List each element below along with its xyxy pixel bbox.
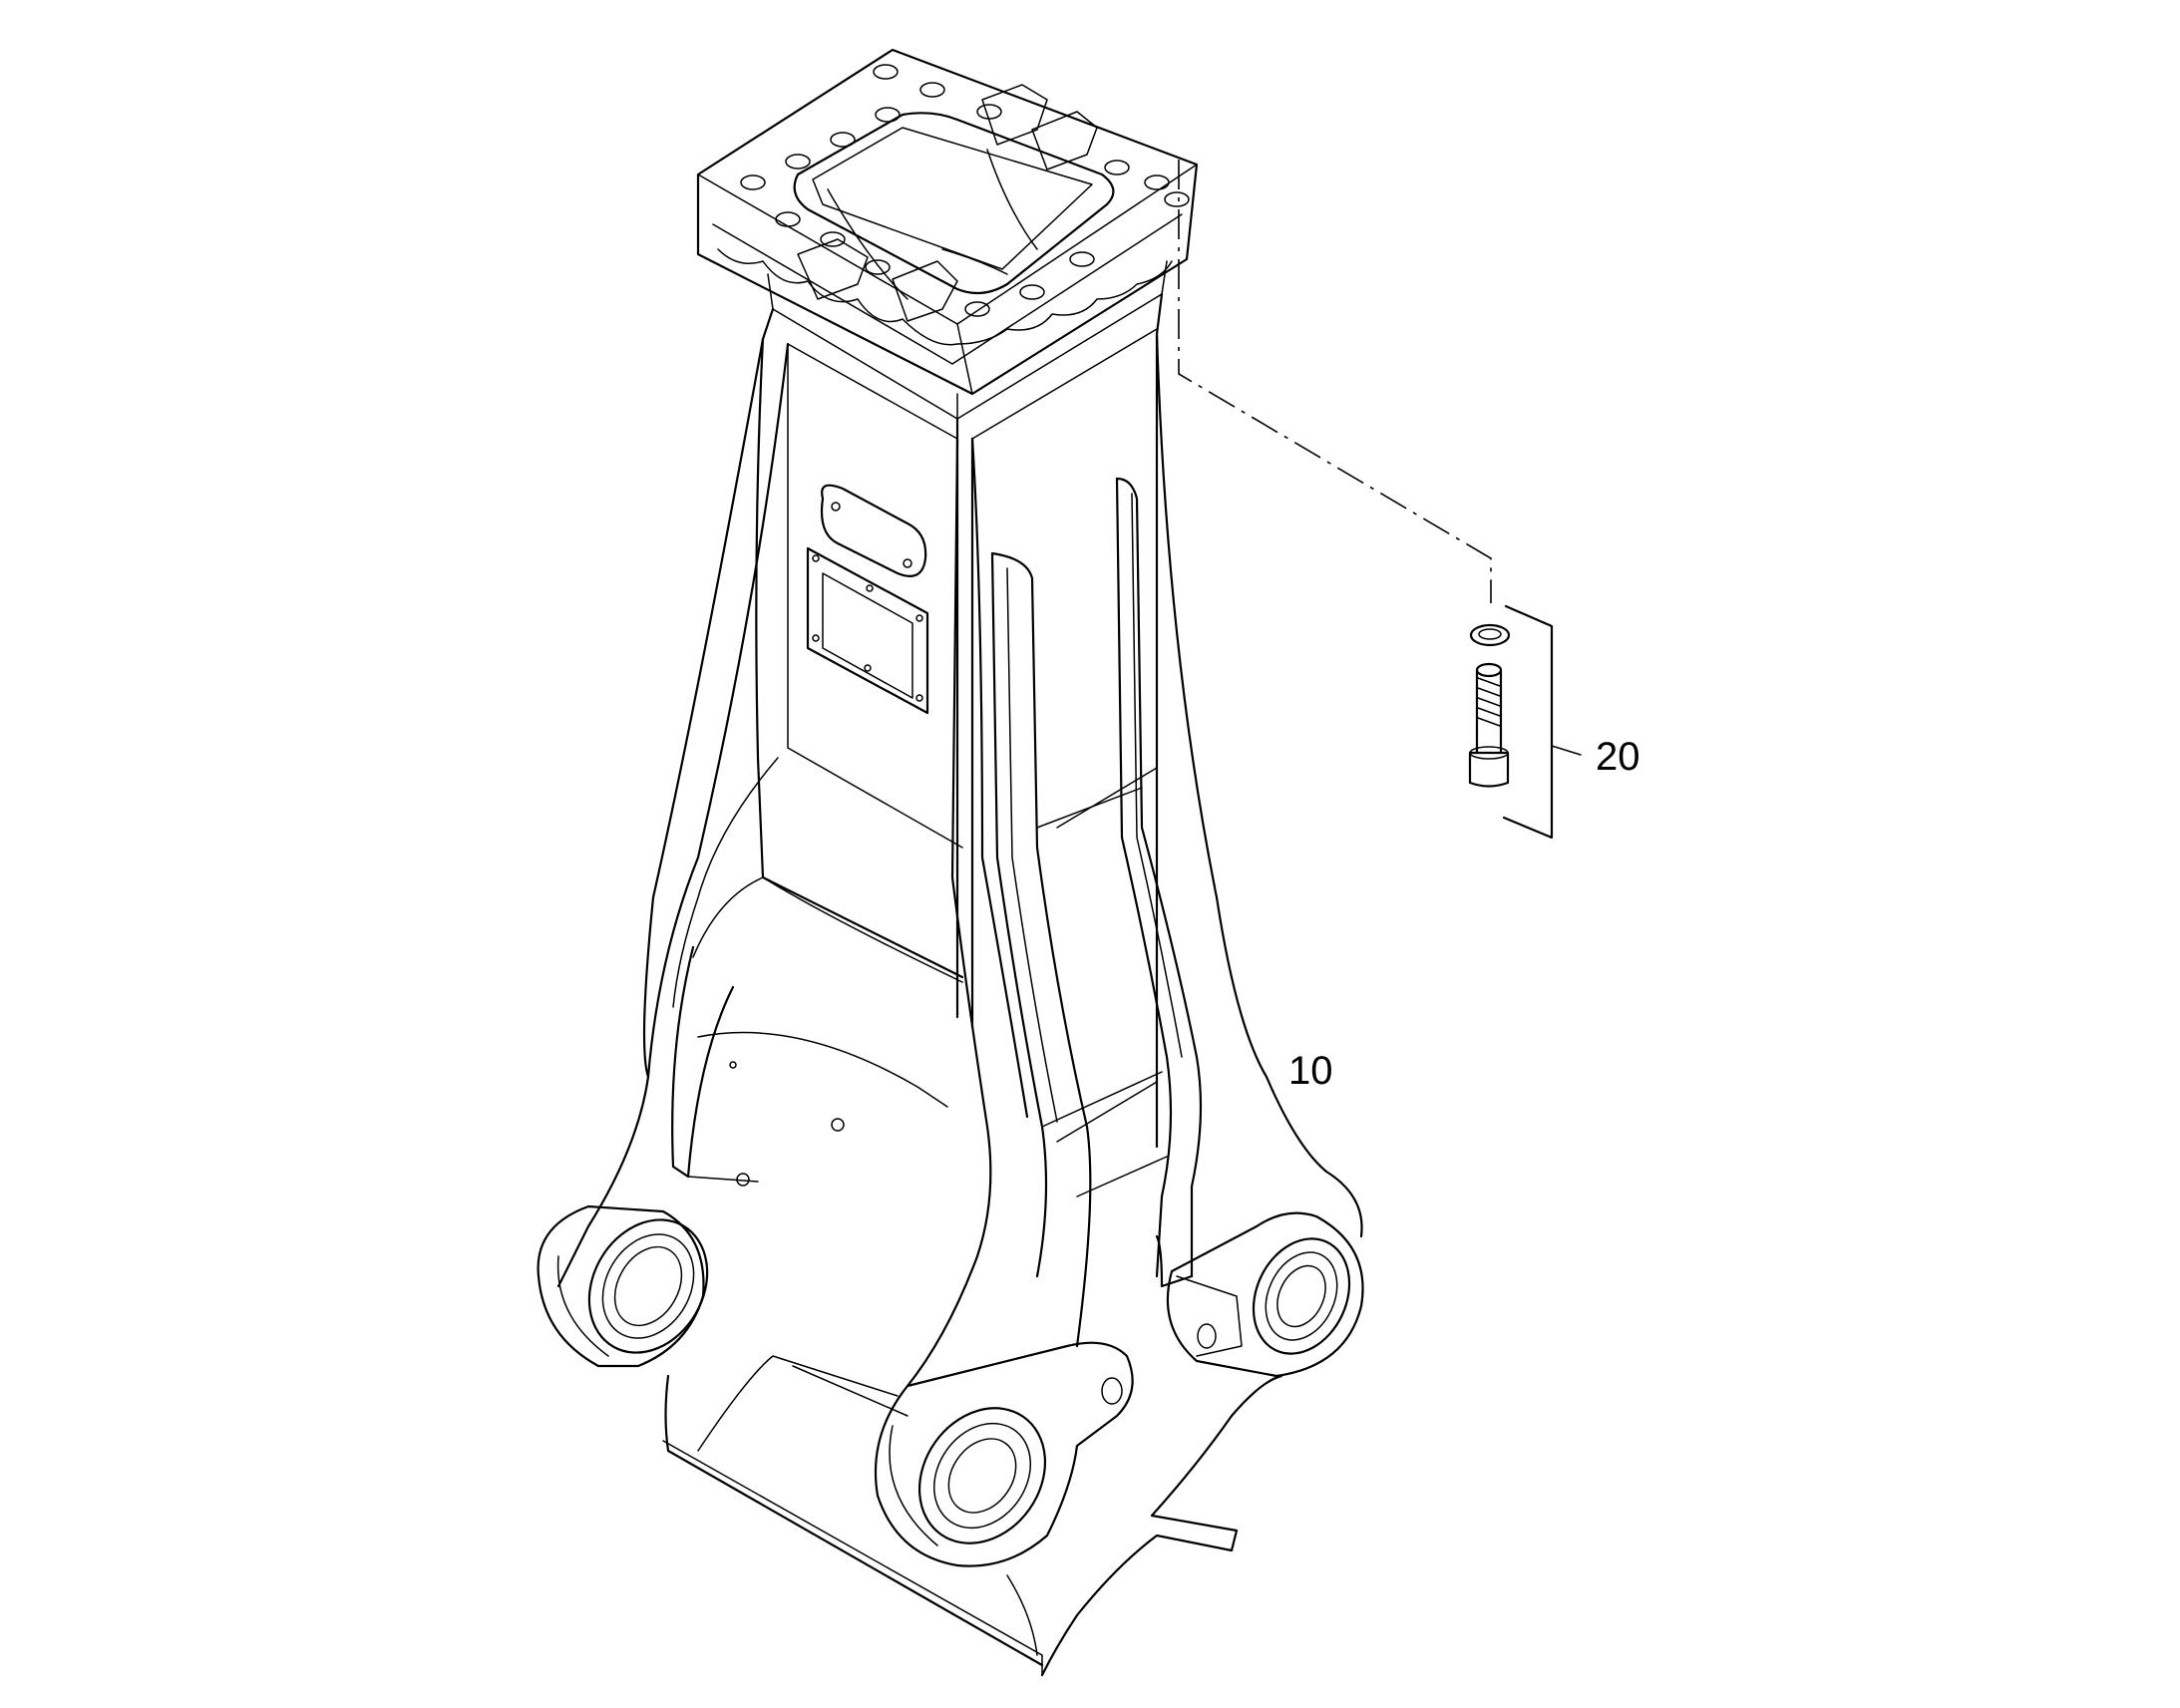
nameplate-oval bbox=[820, 484, 927, 577]
inspection-cover-plate bbox=[806, 546, 929, 715]
base-plate bbox=[662, 1355, 1283, 1677]
callout-label-20: 20 bbox=[1596, 735, 1640, 779]
left-arm bbox=[556, 337, 948, 1288]
washer bbox=[1469, 623, 1511, 647]
socket-head-cap-screw bbox=[1468, 662, 1510, 788]
center-arms bbox=[906, 437, 1203, 1388]
left-lug bbox=[537, 1204, 709, 1368]
right-arm bbox=[1155, 332, 1363, 1288]
main-column bbox=[755, 292, 1164, 1149]
assembly-centerline bbox=[1178, 160, 1492, 603]
callout-leader-20 bbox=[1551, 745, 1582, 756]
callout-bracket bbox=[1502, 604, 1554, 840]
center-lug bbox=[874, 1341, 1134, 1567]
screw-washer-set bbox=[1178, 160, 1582, 840]
callout-label-10: 10 bbox=[1288, 1049, 1333, 1093]
flange-bolt-holes bbox=[740, 64, 1190, 317]
top-flange-plate bbox=[696, 48, 1199, 420]
right-lug bbox=[1166, 1211, 1364, 1378]
